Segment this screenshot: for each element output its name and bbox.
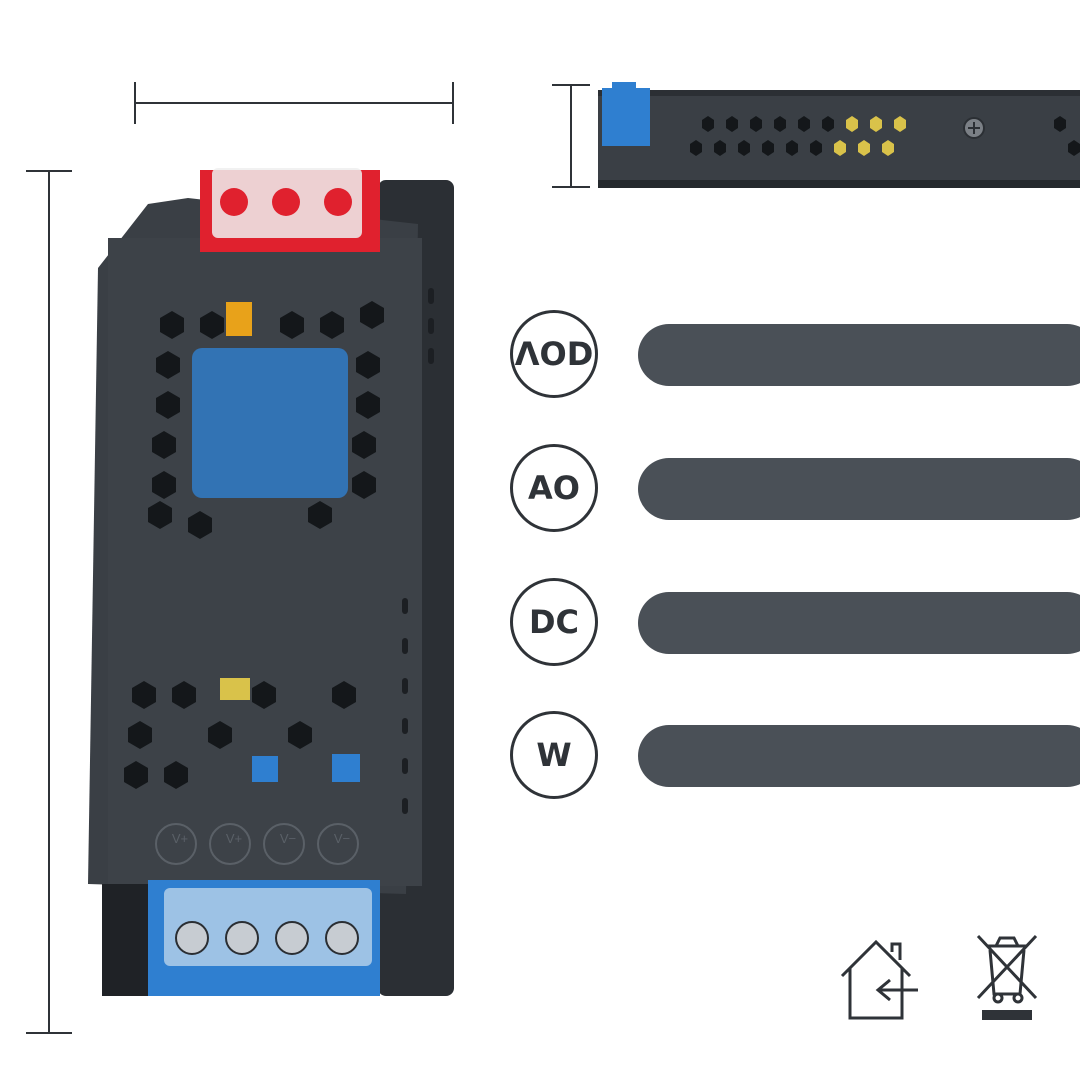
height-dimension-line — [552, 84, 590, 188]
spec-bar-4 — [638, 725, 1080, 787]
spec-bar-2 — [638, 458, 1080, 520]
output-label-4: V− — [333, 831, 351, 846]
output-label-2: V+ — [225, 831, 243, 846]
device-side-view — [598, 82, 1080, 188]
spec-badge-4: W — [510, 711, 598, 799]
indoor-use-icon — [840, 939, 918, 1020]
device-top-view — [88, 168, 454, 996]
spec-badge-3: DC — [510, 578, 598, 666]
spec-badge-2: AO — [510, 444, 598, 532]
spec-badge-1: ɅOD — [510, 310, 598, 398]
spec-bar-1 — [638, 324, 1080, 386]
weee-disposal-icon — [976, 934, 1038, 1020]
output-label-1: V+ — [171, 831, 189, 846]
spec-bar-3 — [638, 592, 1080, 654]
width-dimension-line — [134, 82, 454, 124]
output-label-3: V− — [279, 831, 297, 846]
length-dimension-line — [26, 170, 72, 1034]
